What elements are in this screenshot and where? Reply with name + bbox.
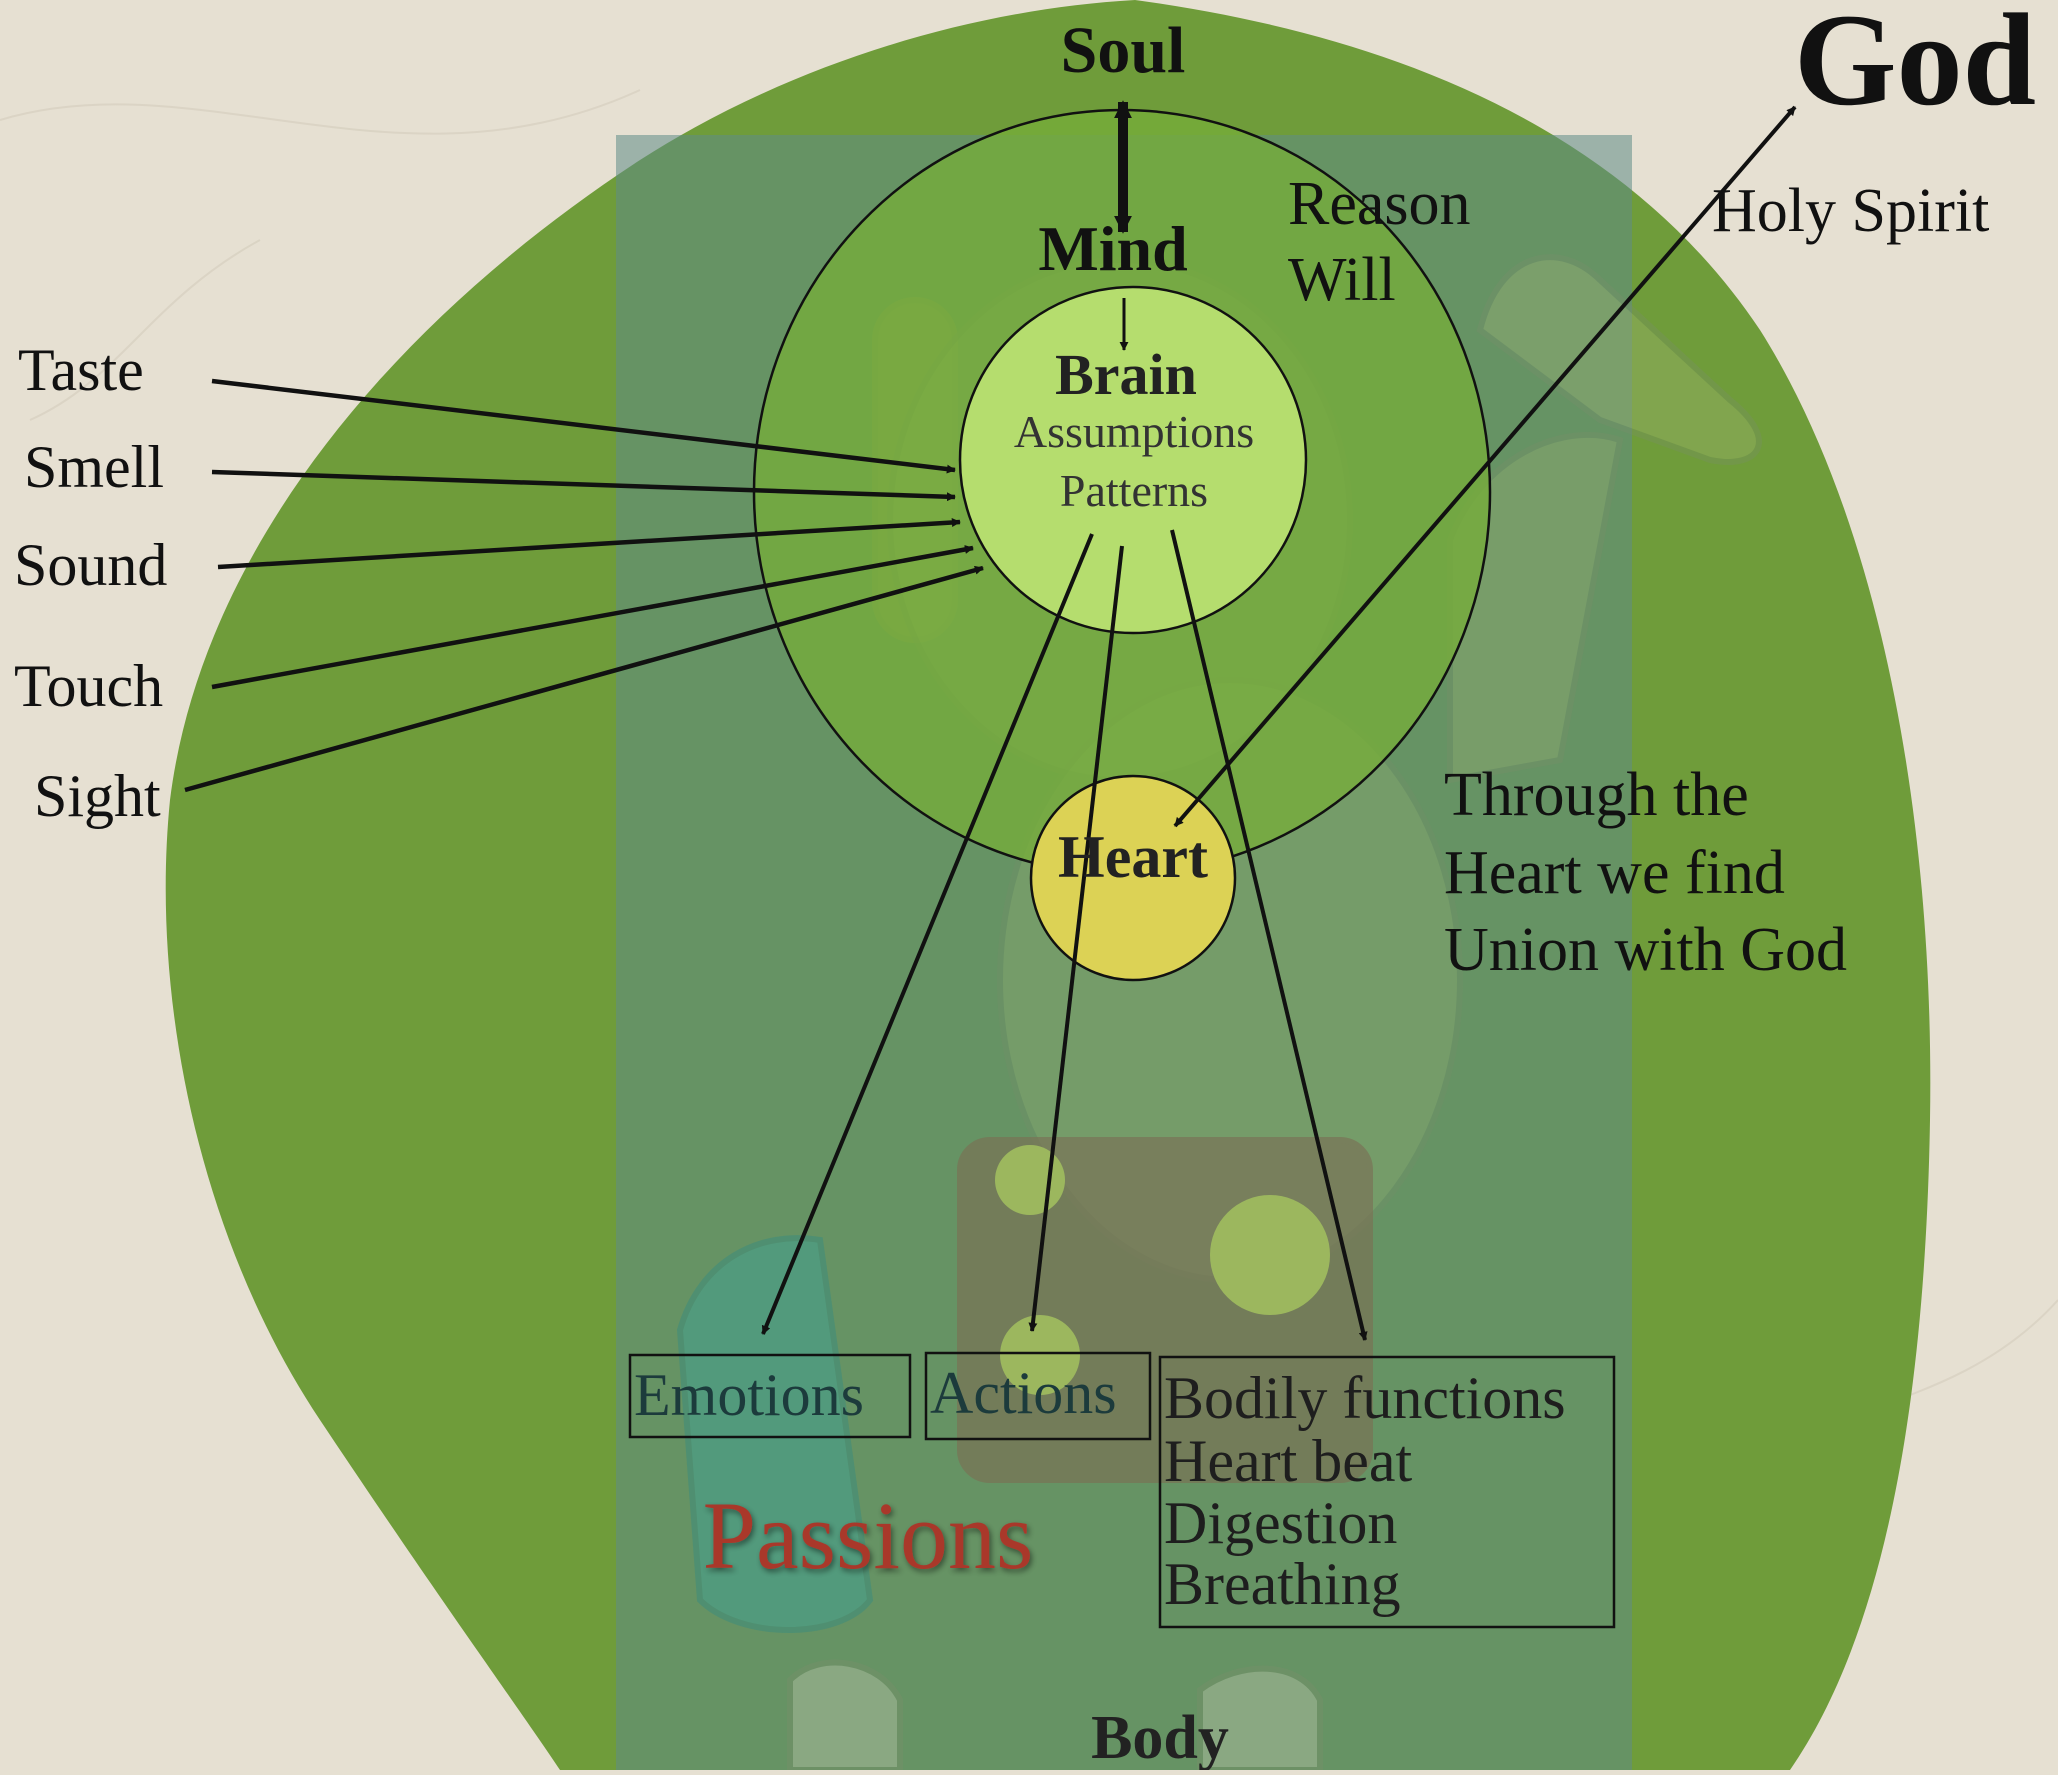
soul-label: Soul	[1061, 14, 1186, 87]
bodily-item-3: Digestion	[1164, 1490, 1397, 1556]
union-note-line-2: Heart we find	[1444, 839, 1785, 907]
bodily-item-4: Breathing	[1164, 1551, 1401, 1617]
heart-label: Heart	[1058, 824, 1208, 890]
bodily-item-1: Bodily functions	[1164, 1365, 1566, 1431]
union-note-line-3: Union with God	[1444, 916, 1847, 984]
passions-label: Passions	[703, 1482, 1034, 1589]
god-label: God	[1794, 0, 2036, 133]
holy-spirit-label: Holy Spirit	[1712, 177, 1989, 245]
emotions-label: Emotions	[634, 1362, 864, 1428]
sense-labels: Taste Smell Sound Touch Sight	[14, 337, 167, 829]
reason-label: Reason	[1288, 170, 1471, 238]
sense-label-touch: Touch	[14, 653, 163, 719]
assumptions-label: Assumptions	[1014, 406, 1254, 457]
will-label: Will	[1288, 246, 1396, 314]
brain-label: Brain	[1055, 342, 1197, 407]
sense-label-sight: Sight	[34, 763, 161, 829]
body-label: Body	[1091, 1704, 1229, 1770]
sense-label-taste: Taste	[18, 337, 144, 403]
union-note-line-1: Through the	[1444, 761, 1749, 829]
sense-label-sound: Sound	[14, 532, 167, 598]
mind-label: Mind	[1038, 213, 1187, 284]
brain-circle	[960, 287, 1306, 633]
bodily-item-2: Heart beat	[1164, 1428, 1413, 1494]
patterns-label: Patterns	[1060, 465, 1208, 516]
sense-label-smell: Smell	[24, 434, 164, 500]
actions-label: Actions	[930, 1360, 1117, 1426]
